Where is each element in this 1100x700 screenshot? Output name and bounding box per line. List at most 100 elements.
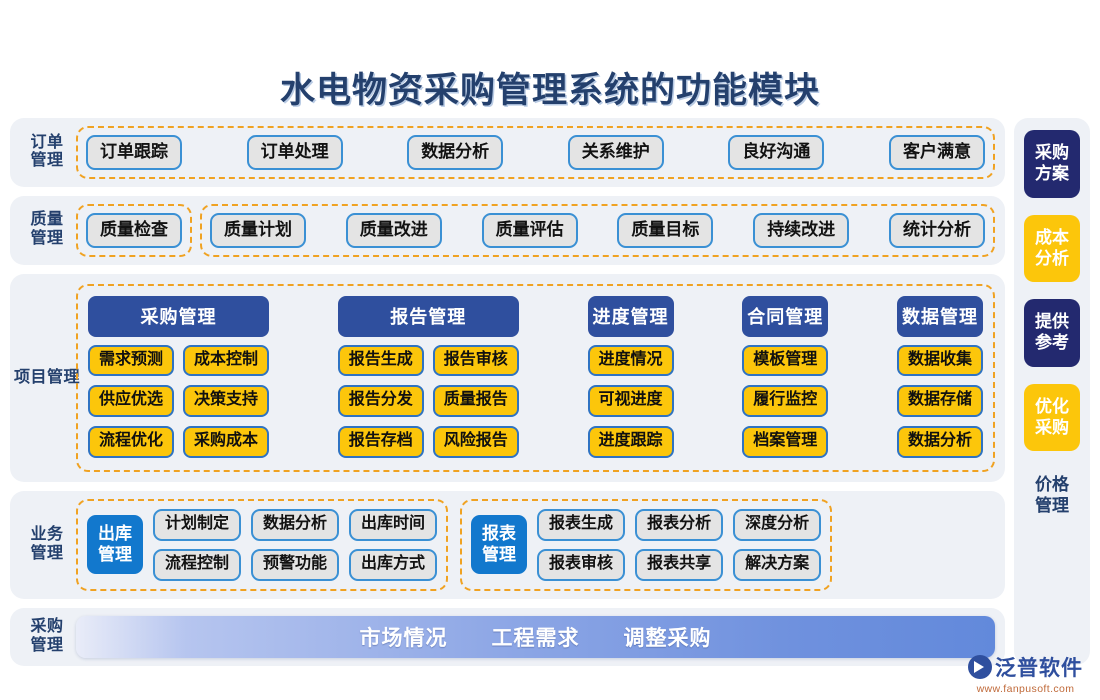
row-label-project: 项 目 管 理: [14, 284, 80, 472]
quality-item-4[interactable]: 质量目标: [617, 212, 714, 248]
project-column-head-0[interactable]: 采购管理: [88, 295, 270, 337]
order-group: 订单跟踪 订单处理 数据分析 关系维护 良好沟通 客户满意: [76, 126, 995, 179]
project-item-1-0-1[interactable]: 报告分发: [337, 385, 424, 418]
quality-item-3[interactable]: 质量评估: [481, 212, 578, 248]
section-project-management: 项 目 管 理 采购管理 需求预测 供应优选 流程优化: [10, 273, 1005, 483]
project-item-4-0-1[interactable]: 数据存储: [896, 385, 983, 418]
sidebar-item-1-line2: 分析: [1035, 248, 1069, 268]
quality-item-5[interactable]: 持续改进: [753, 212, 850, 248]
business-item-0-3[interactable]: 流程控制: [153, 548, 242, 581]
business-item-0-5[interactable]: 出库方式: [349, 548, 438, 581]
project-item-2-0-2[interactable]: 进度跟踪: [587, 426, 674, 459]
project-item-4-0-2[interactable]: 数据分析: [896, 426, 983, 459]
logo-name: 泛普软件: [995, 657, 1083, 680]
right-sidebar: 采购 方案 成本 分析 提供 参考 优化 采购 价格 管理: [1014, 118, 1090, 665]
business-item-0-2[interactable]: 出库时间: [349, 509, 438, 541]
business-item-1-4[interactable]: 报表共享: [635, 548, 724, 581]
row-label-project-char1: 目: [30, 369, 47, 387]
order-item-3[interactable]: 关系维护: [567, 135, 664, 170]
project-item-2-0-1[interactable]: 可视进度: [587, 385, 674, 418]
main-content: 订单 管理 订单跟踪 订单处理 数据分析 关系维护 良好沟通 客户满意 质量 管…: [10, 118, 1005, 675]
project-item-0-1-1[interactable]: 决策支持: [183, 385, 270, 418]
quality-item-2[interactable]: 质量改进: [345, 212, 442, 248]
business-key-report-line2: 管理: [482, 544, 517, 564]
project-column-head-3[interactable]: 合同管理: [742, 295, 829, 337]
sidebar-item-4-line1: 价格: [1035, 475, 1069, 494]
project-subcol-3-0: 模板管理 履行监控 档案管理: [742, 344, 829, 459]
project-item-1-1-2[interactable]: 风险报告: [432, 426, 519, 459]
project-item-3-0-2[interactable]: 档案管理: [742, 426, 829, 459]
purchase-bar-item-1[interactable]: 工程需求: [491, 626, 580, 650]
project-item-0-0-0[interactable]: 需求预测: [88, 344, 175, 377]
business-grid-report: 报表生成 报表分析 深度分析 报表审核 报表共享 解决方案: [537, 509, 822, 581]
project-item-1-0-0[interactable]: 报告生成: [337, 344, 424, 377]
quality-item-6[interactable]: 统计分析: [888, 212, 985, 248]
row-label-order-line2: 管理: [30, 152, 64, 170]
brand-logo: 泛普软件 www.fanpusoft.com: [968, 652, 1083, 695]
project-item-0-1-0[interactable]: 成本控制: [183, 344, 270, 377]
project-item-0-0-2[interactable]: 流程优化: [88, 426, 175, 459]
project-column-grid-1: 报告生成 报告分发 报告存档 报告审核 质量报告 风险报告: [337, 344, 519, 459]
section-purchase-management: 采购 管理 市场情况 工程需求 调整采购: [10, 607, 1005, 666]
business-item-0-0[interactable]: 计划制定: [153, 509, 242, 541]
row-label-business-line1: 业务: [30, 526, 64, 543]
row-label-quality: 质量 管理: [18, 211, 76, 249]
business-item-1-1[interactable]: 报表分析: [635, 509, 724, 541]
project-group: 采购管理 需求预测 供应优选 流程优化 成本控制 决策支持 采购成本: [76, 283, 995, 473]
business-item-1-0[interactable]: 报表生成: [537, 509, 626, 541]
purchase-bar-item-0[interactable]: 市场情况: [359, 626, 448, 650]
logo-lockup: 泛普软件: [968, 652, 1083, 682]
row-label-business: 业务 管理: [18, 526, 76, 564]
sidebar-item-price-management[interactable]: 价格 管理: [1024, 468, 1080, 530]
project-column-grid-0: 需求预测 供应优选 流程优化 成本控制 决策支持 采购成本: [88, 344, 270, 459]
project-item-0-0-1[interactable]: 供应优选: [88, 385, 175, 418]
project-item-4-0-0[interactable]: 数据收集: [896, 344, 983, 377]
order-item-0[interactable]: 订单跟踪: [86, 135, 182, 170]
quality-item-0[interactable]: 质量检查: [86, 212, 182, 248]
sidebar-item-4-line2: 管理: [1035, 496, 1069, 516]
purchase-bar-item-2[interactable]: 调整采购: [623, 626, 712, 650]
project-item-1-0-2[interactable]: 报告存档: [337, 426, 424, 459]
row-label-project-char2: 管: [47, 369, 64, 387]
project-column-head-2[interactable]: 进度管理: [587, 295, 674, 337]
row-label-quality-line2: 管理: [30, 230, 64, 248]
section-quality-management: 质量 管理 质量检查 质量计划 质量改进 质量评估 质量目标 持续改进 统计分析: [10, 195, 1005, 265]
project-item-3-0-0[interactable]: 模板管理: [742, 344, 829, 377]
business-key-outbound[interactable]: 出库 管理: [87, 515, 143, 575]
project-column-head-1[interactable]: 报告管理: [337, 295, 519, 337]
business-item-1-5[interactable]: 解决方案: [733, 548, 822, 581]
play-arrow-icon: [968, 655, 992, 679]
project-item-3-0-1[interactable]: 履行监控: [742, 385, 829, 418]
sidebar-item-procurement-plan[interactable]: 采购 方案: [1024, 130, 1080, 198]
business-item-1-2[interactable]: 深度分析: [733, 509, 822, 541]
row-label-order-line1: 订单: [30, 133, 64, 151]
business-key-outbound-line1: 出库: [98, 524, 132, 544]
quality-group-b: 质量计划 质量改进 质量评估 质量目标 持续改进 统计分析: [200, 203, 995, 257]
sidebar-item-0-line1: 采购: [1035, 143, 1069, 162]
sidebar-item-provide-reference[interactable]: 提供 参考: [1024, 299, 1080, 367]
sidebar-item-cost-analysis[interactable]: 成本 分析: [1024, 214, 1080, 282]
order-item-2[interactable]: 数据分析: [407, 135, 504, 170]
business-item-1-3[interactable]: 报表审核: [537, 548, 626, 581]
project-item-1-1-0[interactable]: 报告审核: [432, 344, 519, 377]
sidebar-item-3-line2: 采购: [1035, 417, 1069, 437]
order-item-1[interactable]: 订单处理: [246, 135, 343, 170]
order-item-4[interactable]: 良好沟通: [728, 135, 825, 170]
project-column-schedule: 进度管理 进度情况 可视进度 进度跟踪: [587, 295, 674, 459]
project-item-1-1-1[interactable]: 质量报告: [432, 385, 519, 418]
business-key-report[interactable]: 报表 管理: [471, 515, 528, 575]
business-item-0-4[interactable]: 预警功能: [251, 548, 340, 581]
sidebar-item-1-line1: 成本: [1035, 227, 1069, 247]
project-column-procurement: 采购管理 需求预测 供应优选 流程优化 成本控制 决策支持 采购成本: [88, 295, 270, 459]
project-subcol-0-0: 需求预测 供应优选 流程优化: [88, 344, 175, 459]
project-item-2-0-0[interactable]: 进度情况: [587, 344, 674, 377]
project-subcol-1-1: 报告审核 质量报告 风险报告: [432, 344, 519, 459]
sidebar-item-optimize-purchase[interactable]: 优化 采购: [1024, 383, 1080, 451]
project-column-head-4[interactable]: 数据管理: [896, 295, 983, 337]
order-item-5[interactable]: 客户满意: [888, 135, 985, 170]
business-item-0-1[interactable]: 数据分析: [251, 509, 340, 541]
business-grid-outbound: 计划制定 数据分析 出库时间 流程控制 预警功能 出库方式: [153, 509, 438, 581]
project-item-0-1-2[interactable]: 采购成本: [183, 426, 270, 459]
quality-item-1[interactable]: 质量计划: [210, 212, 306, 248]
